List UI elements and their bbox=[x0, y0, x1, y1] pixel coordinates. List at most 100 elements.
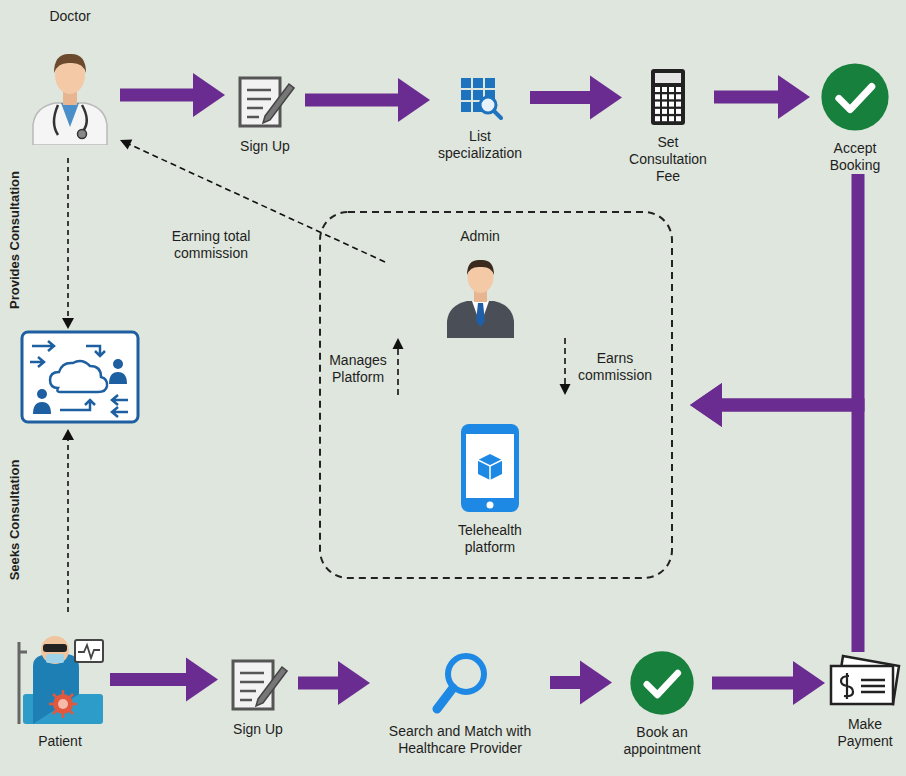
edge-label: Earns commission bbox=[572, 350, 658, 384]
calc-icon-part bbox=[669, 116, 674, 121]
connector-line bbox=[110, 673, 188, 686]
doctor-icon bbox=[25, 45, 115, 145]
connector-line bbox=[120, 89, 195, 102]
cloud-exchange-icon-part bbox=[109, 372, 127, 384]
patient-icon-part bbox=[33, 654, 79, 724]
cheque-icon-part bbox=[861, 680, 885, 692]
doctor-icon-part bbox=[61, 103, 79, 127]
step-label: Book an appointment bbox=[612, 724, 712, 758]
step-node: Sign Up bbox=[225, 70, 305, 155]
platform-boundary-part bbox=[320, 212, 672, 578]
arrow-head bbox=[690, 383, 722, 427]
grid-icon-part bbox=[461, 90, 471, 100]
cloud-exchange-icon-part bbox=[30, 357, 44, 367]
check-icon bbox=[820, 62, 890, 132]
check-icon-part bbox=[821, 63, 888, 130]
calc-icon-part bbox=[655, 73, 681, 83]
connector-line bbox=[298, 677, 340, 690]
connector-line bbox=[530, 91, 592, 104]
step-node: Search and Match with Healthcare Provide… bbox=[370, 650, 550, 757]
calc-icon-part bbox=[655, 109, 660, 114]
flow-arrow bbox=[120, 73, 225, 117]
cloud-exchange-icon-part bbox=[112, 407, 128, 417]
flow-arrow bbox=[110, 658, 218, 702]
calc-icon-part bbox=[655, 87, 660, 92]
arrow-head bbox=[690, 383, 722, 427]
tablet-icon-part bbox=[461, 424, 519, 512]
doctor-icon-part bbox=[54, 105, 58, 135]
check-icon-part bbox=[647, 673, 678, 695]
arrow-head bbox=[186, 658, 218, 702]
calc-icon-part bbox=[662, 109, 667, 114]
connector-line bbox=[564, 338, 566, 386]
connector-line bbox=[720, 405, 858, 652]
check-icon-part bbox=[630, 651, 693, 714]
connector-line bbox=[128, 144, 385, 262]
patient-icon-part bbox=[58, 699, 68, 709]
cloud-exchange-icon-part bbox=[33, 402, 51, 414]
calc-icon-part bbox=[676, 102, 681, 107]
step-label: Make Payment bbox=[825, 716, 905, 750]
flow-arrow bbox=[530, 76, 622, 120]
arrow-head bbox=[398, 78, 430, 122]
mag-icon-part bbox=[437, 688, 453, 709]
platform-boundary bbox=[320, 212, 672, 578]
step-label: Set Consultation Fee bbox=[622, 134, 714, 185]
calc-icon-part bbox=[655, 102, 660, 107]
flow-arrow bbox=[305, 78, 430, 122]
tablet-icon-part bbox=[466, 434, 514, 498]
actor-node: Doctor bbox=[20, 8, 120, 145]
arrow-head bbox=[393, 338, 404, 349]
signup-icon bbox=[228, 653, 288, 713]
step-node: Make Payment bbox=[825, 652, 905, 750]
calc-icon-part bbox=[676, 116, 681, 121]
step-node: Telehealth platform bbox=[395, 395, 690, 556]
step-node: Sign Up bbox=[218, 653, 298, 738]
calc-icon-part bbox=[669, 87, 674, 92]
cloud-exchange-icon-part bbox=[60, 400, 95, 410]
flow-arrow bbox=[690, 383, 858, 652]
arrow-head bbox=[338, 661, 370, 705]
connector-line bbox=[397, 347, 399, 395]
calc-icon-part bbox=[651, 69, 685, 125]
calc-icon-part bbox=[655, 116, 660, 121]
cloud-exchange-icon-part bbox=[112, 395, 128, 405]
doctor-icon-part bbox=[82, 105, 87, 131]
consultation-arrow-part bbox=[62, 429, 74, 440]
consultation-arrow-part bbox=[67, 158, 69, 320]
mag-icon bbox=[430, 650, 490, 715]
platform-label: Telehealth platform bbox=[444, 522, 536, 556]
arrow-head bbox=[580, 661, 612, 705]
flow-arrow bbox=[714, 75, 810, 119]
cloud-exchange-icon-part bbox=[113, 359, 123, 369]
step-label: Sign Up bbox=[233, 721, 283, 738]
step-label: Search and Match with Healthcare Provide… bbox=[370, 723, 550, 757]
step-node: Set Consultation Fee bbox=[622, 68, 714, 185]
connector-line bbox=[305, 94, 400, 107]
edge-label: Manages Platform bbox=[322, 352, 394, 386]
step-label: Accept Booking bbox=[810, 140, 900, 174]
grid-icon-part bbox=[473, 78, 483, 88]
actor-node: Patient bbox=[10, 632, 110, 750]
connector-line bbox=[550, 676, 582, 689]
signup-icon-part bbox=[256, 667, 287, 706]
cloud-exchange-icon-part bbox=[86, 346, 105, 356]
calc-icon-part bbox=[676, 109, 681, 114]
cloud-exchange-icon-part bbox=[32, 341, 54, 351]
connector-line bbox=[712, 677, 795, 690]
arrow-head bbox=[590, 76, 622, 120]
relation-label: Seeks Consultation bbox=[7, 460, 23, 581]
cloud-exchange-icon-part bbox=[50, 361, 107, 392]
arrow-head bbox=[120, 140, 132, 150]
arrow-head bbox=[560, 384, 571, 395]
grid-icon-part bbox=[494, 111, 501, 118]
calc-icon-part bbox=[662, 94, 667, 99]
grid-icon-part bbox=[485, 78, 495, 88]
arrow-head bbox=[193, 73, 225, 117]
calc-icon-part bbox=[676, 94, 681, 99]
actor-node: Admin bbox=[385, 228, 575, 338]
calc-icon-part bbox=[669, 102, 674, 107]
calc-icon-part bbox=[669, 94, 674, 99]
calc-icon-part bbox=[669, 109, 674, 114]
